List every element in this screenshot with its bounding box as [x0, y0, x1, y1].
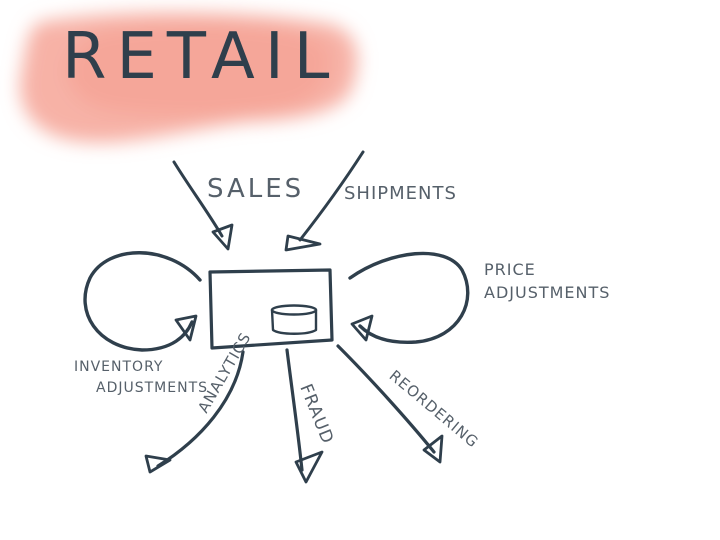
page-title: RETAIL — [62, 20, 340, 94]
watercolor-blob — [20, 12, 358, 143]
label-inventory-line2: ADJUSTMENTS — [96, 379, 209, 396]
label-price-line1: PRICE — [484, 260, 536, 279]
price-loop-arrow — [348, 251, 470, 344]
label-price-adjustments: PRICE ADJUSTMENTS — [484, 260, 611, 302]
shipments-arrow — [284, 150, 365, 252]
label-price-line2: ADJUSTMENTS — [484, 282, 611, 302]
reordering-arrow — [336, 344, 444, 464]
database-icon — [270, 304, 318, 335]
label-shipments: SHIPMENTS — [344, 183, 457, 204]
label-inventory-adjustments: INVENTORY ADJUSTMENTS — [74, 360, 208, 395]
inventory-loop-arrow — [83, 251, 202, 352]
label-sales: SALES — [207, 174, 305, 204]
fraud-arrow — [285, 348, 324, 484]
system-box — [208, 268, 334, 350]
label-inventory-line1: INVENTORY — [74, 359, 164, 375]
analytics-arrow — [144, 350, 245, 474]
sales-arrow — [172, 160, 234, 251]
